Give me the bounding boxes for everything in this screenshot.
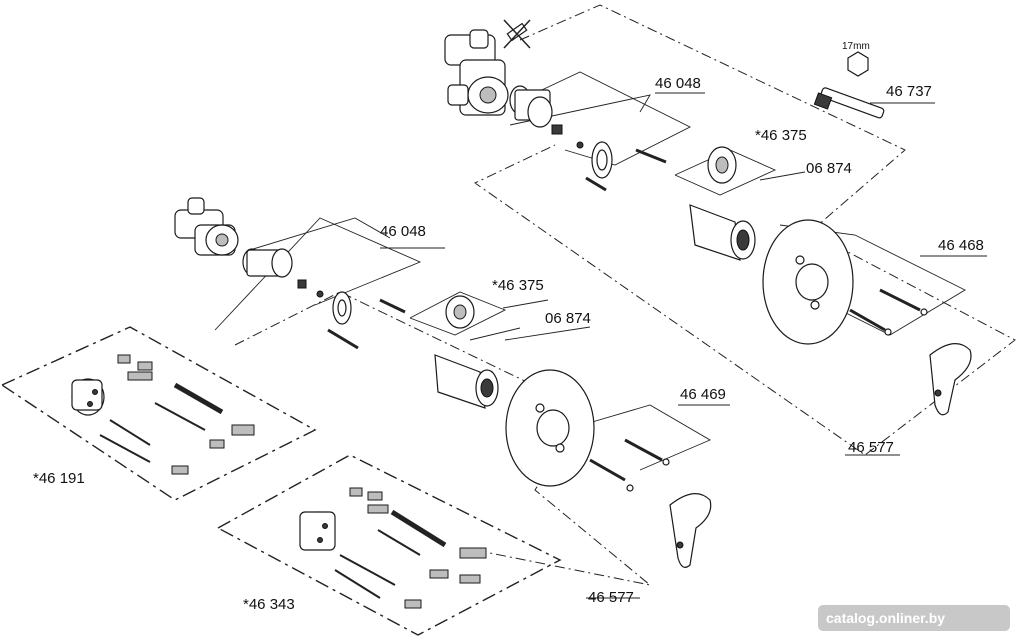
label-upper-cap: *46 375 (755, 127, 807, 144)
lower-sleeve-part (434, 354, 499, 409)
upper-cartridge-part (509, 85, 584, 149)
upper-valve-body (444, 29, 509, 116)
label-lower-handle: 46 577 (588, 589, 634, 606)
upper-plate-part (762, 219, 928, 345)
upper-ring-part (585, 141, 667, 192)
lower-assembly (174, 197, 712, 586)
upper-sleeve-part (689, 204, 756, 261)
label-lower-cartridge: 46 048 (380, 223, 426, 240)
label-lower-cap: *46 375 (492, 277, 544, 294)
label-lower-sleeve: 06 874 (545, 310, 591, 327)
label-spindle: 46 737 (886, 83, 932, 100)
lower-plate-part (505, 369, 670, 492)
kit-left (0, 326, 317, 501)
crossed-out-tool-icon (503, 19, 531, 49)
label-upper-cartridge: 46 048 (655, 75, 701, 92)
lower-cap-box (409, 291, 507, 336)
watermark-text: catalog.onliner.by (826, 610, 945, 626)
upper-handle-part (929, 343, 972, 416)
lower-cap-part (445, 295, 475, 329)
label-kit-left: *46 191 (33, 470, 85, 487)
label-kit-bottom: *46 343 (243, 596, 295, 613)
upper-spindle-part (813, 87, 885, 119)
label-lower-plate: 46 469 (680, 386, 726, 403)
hex-nut-icon (847, 51, 869, 77)
upper-assembly (444, 4, 1016, 456)
lower-valve-body (174, 197, 239, 256)
label-upper-sleeve: 06 874 (806, 160, 852, 177)
label-spindle-size: 17mm (842, 41, 870, 52)
watermark: catalog.onliner.by (818, 605, 1010, 631)
lower-handle-part (669, 493, 712, 568)
label-upper-plate: 46 468 (938, 237, 984, 254)
lower-ring-part (327, 291, 406, 350)
label-upper-handle: 46 577 (848, 439, 894, 456)
kit-bottom (216, 454, 562, 636)
upper-cap-part (707, 146, 737, 184)
lower-cartridge-part (242, 248, 324, 298)
